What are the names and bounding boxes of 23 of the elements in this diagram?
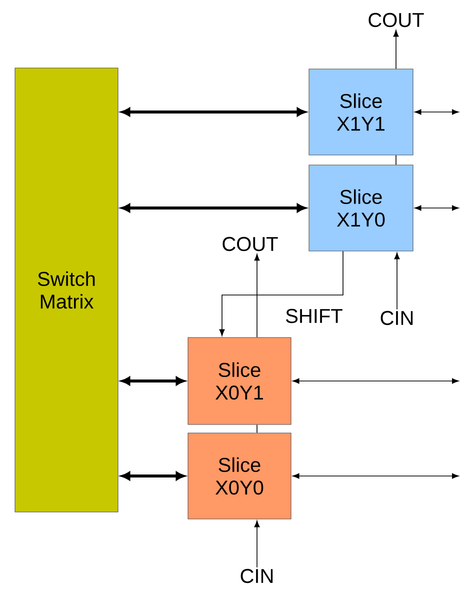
arrow (394, 252, 400, 310)
arrow (414, 205, 459, 211)
arrow (254, 520, 260, 568)
slice-box: Slice X0Y1 (188, 337, 292, 425)
signal-label: COUT (222, 236, 278, 252)
arrow (219, 250, 344, 336)
arrow (121, 376, 185, 386)
edge-label: SHIFT (284, 308, 344, 324)
arrow (254, 254, 260, 338)
signal-label: CIN (240, 568, 273, 584)
arrow (393, 30, 399, 70)
arrow (414, 109, 459, 115)
arrow (121, 472, 185, 480)
signal-label: CIN (380, 310, 413, 326)
signal-label: COUT (368, 12, 424, 28)
arrow (292, 378, 459, 384)
switch-matrix-box: Switch Matrix (14, 68, 118, 512)
arrow (292, 473, 459, 479)
arrow (121, 204, 306, 212)
slice-box: Slice X1Y1 (308, 68, 414, 156)
arrow (121, 108, 306, 116)
slice-box: Slice X0Y0 (188, 432, 292, 520)
slice-box: Slice X1Y0 (308, 164, 414, 252)
